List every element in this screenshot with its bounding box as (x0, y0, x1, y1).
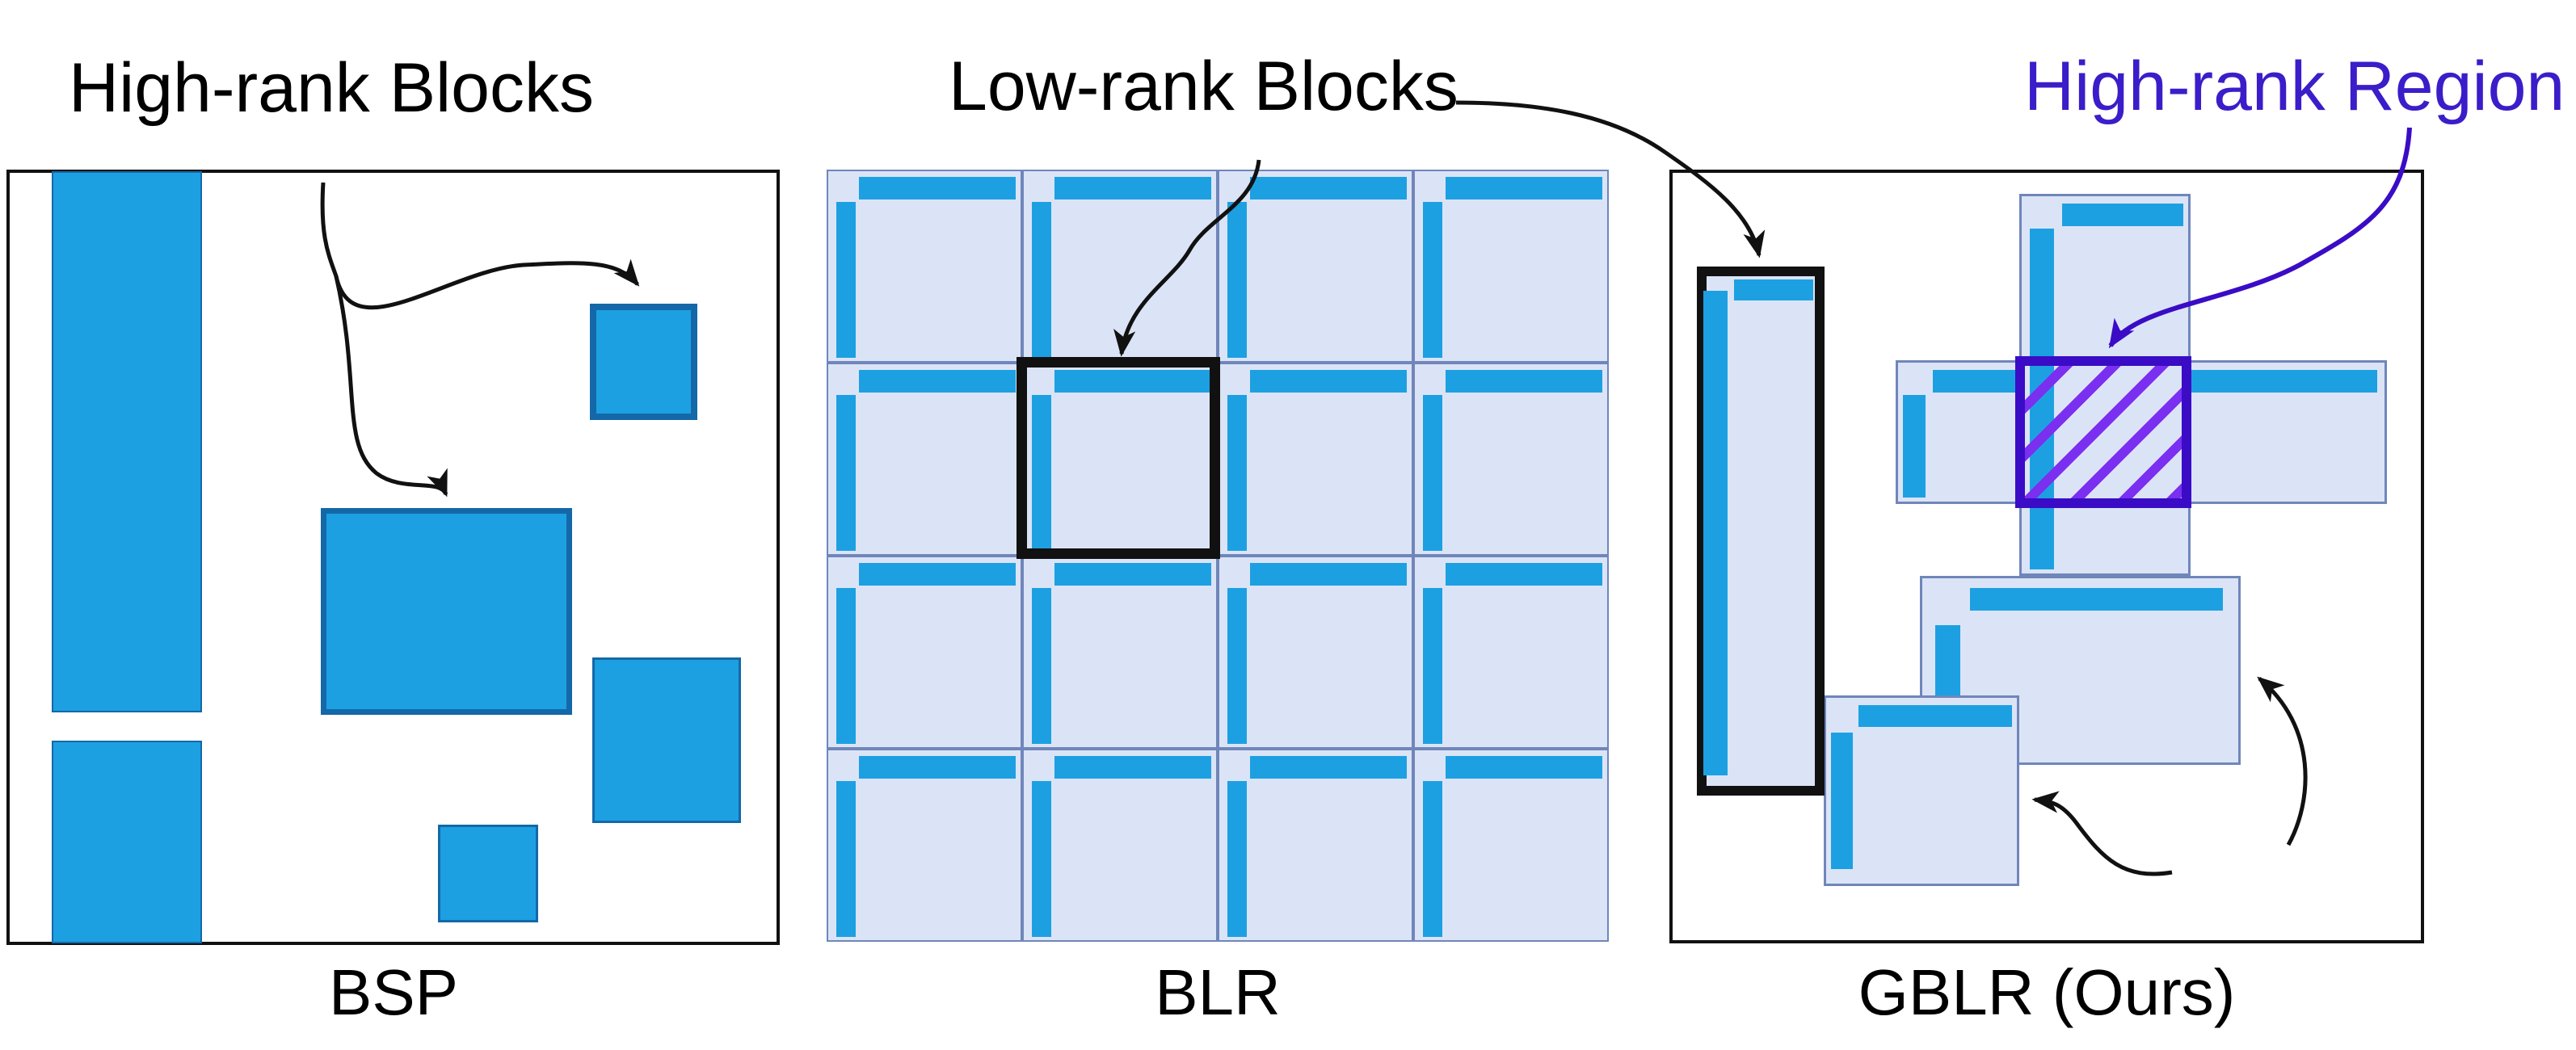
low-rank-cell (827, 170, 1022, 363)
low-rank-cell (1413, 556, 1609, 749)
cell-left-strip (1032, 781, 1051, 937)
cell-left-strip (1423, 395, 1442, 551)
cell-left-strip (1227, 588, 1247, 744)
caption-gblr: GBLR (Ours) (1858, 956, 2236, 1028)
cell-top-strip (1250, 563, 1407, 586)
cell-left-strip (1227, 781, 1247, 937)
cell-top-strip (1446, 370, 1602, 393)
low-rank-cell (1218, 749, 1413, 942)
high-rank-block (438, 825, 538, 922)
cell-top-strip (859, 370, 1016, 393)
cell-top-strip (1446, 177, 1602, 200)
gblr-black-outlined-block-top-strip (1734, 279, 1813, 300)
low-rank-cell (827, 749, 1022, 942)
low-rank-blocks-title: Low-rank Blocks (949, 48, 1458, 125)
blr-highlight-outline (1017, 357, 1220, 559)
cell-left-strip (1032, 202, 1051, 358)
low-rank-cell (1413, 749, 1609, 942)
gblr-bottom-middle-block-top-strip (1970, 588, 2223, 611)
low-rank-cell (1022, 363, 1218, 556)
cell-left-strip (836, 588, 856, 744)
high-rank-block (52, 171, 202, 712)
cell-top-strip (1446, 756, 1602, 779)
low-rank-cell (1022, 556, 1218, 749)
cell-top-strip (1446, 563, 1602, 586)
cell-top-strip (1054, 756, 1211, 779)
cell-top-strip (859, 563, 1016, 586)
cell-left-strip (1423, 781, 1442, 937)
cell-left-strip (836, 781, 856, 937)
low-rank-cell (827, 363, 1022, 556)
cell-left-strip (1423, 202, 1442, 358)
high-rank-region-title: High-rank Region (2024, 48, 2565, 125)
cell-top-strip (1250, 370, 1407, 393)
cell-top-strip (859, 756, 1016, 779)
high-rank-region-overlay (2015, 356, 2191, 508)
high-rank-block (52, 741, 202, 943)
cell-top-strip (1054, 177, 1211, 200)
high-rank-block (321, 508, 572, 715)
low-rank-cell (1218, 556, 1413, 749)
low-rank-cell (827, 556, 1022, 749)
gblr-bottom-left-block (1824, 695, 2019, 886)
cell-left-strip (836, 395, 856, 551)
high-rank-block (590, 304, 697, 420)
cell-left-strip (1032, 588, 1051, 744)
high-rank-block (592, 657, 741, 823)
cell-left-strip (1032, 395, 1051, 551)
gblr-black-outlined-block-left-strip (1703, 291, 1728, 775)
cell-top-strip (1250, 177, 1407, 200)
low-rank-cell (1413, 363, 1609, 556)
high-rank-blocks-title: High-rank Blocks (69, 49, 594, 127)
low-rank-cell (1218, 363, 1413, 556)
cell-top-strip (859, 177, 1016, 200)
cell-left-strip (836, 202, 856, 358)
gblr-vertical-tall-block-top-strip (2062, 204, 2183, 226)
cell-left-strip (1227, 202, 1247, 358)
cell-top-strip (1054, 370, 1211, 393)
cell-top-strip (1054, 563, 1211, 586)
low-rank-cell (1022, 749, 1218, 942)
cell-top-strip (1250, 756, 1407, 779)
gblr-bottom-left-block-left-strip (1831, 733, 1853, 869)
gblr-horizontal-wide-block-left-strip (1903, 395, 1926, 498)
gblr-bottom-left-block-top-strip (1858, 705, 2012, 727)
cell-left-strip (1227, 395, 1247, 551)
cell-left-strip (1423, 588, 1442, 744)
caption-blr: BLR (1155, 956, 1281, 1028)
caption-bsp: BSP (328, 956, 459, 1028)
